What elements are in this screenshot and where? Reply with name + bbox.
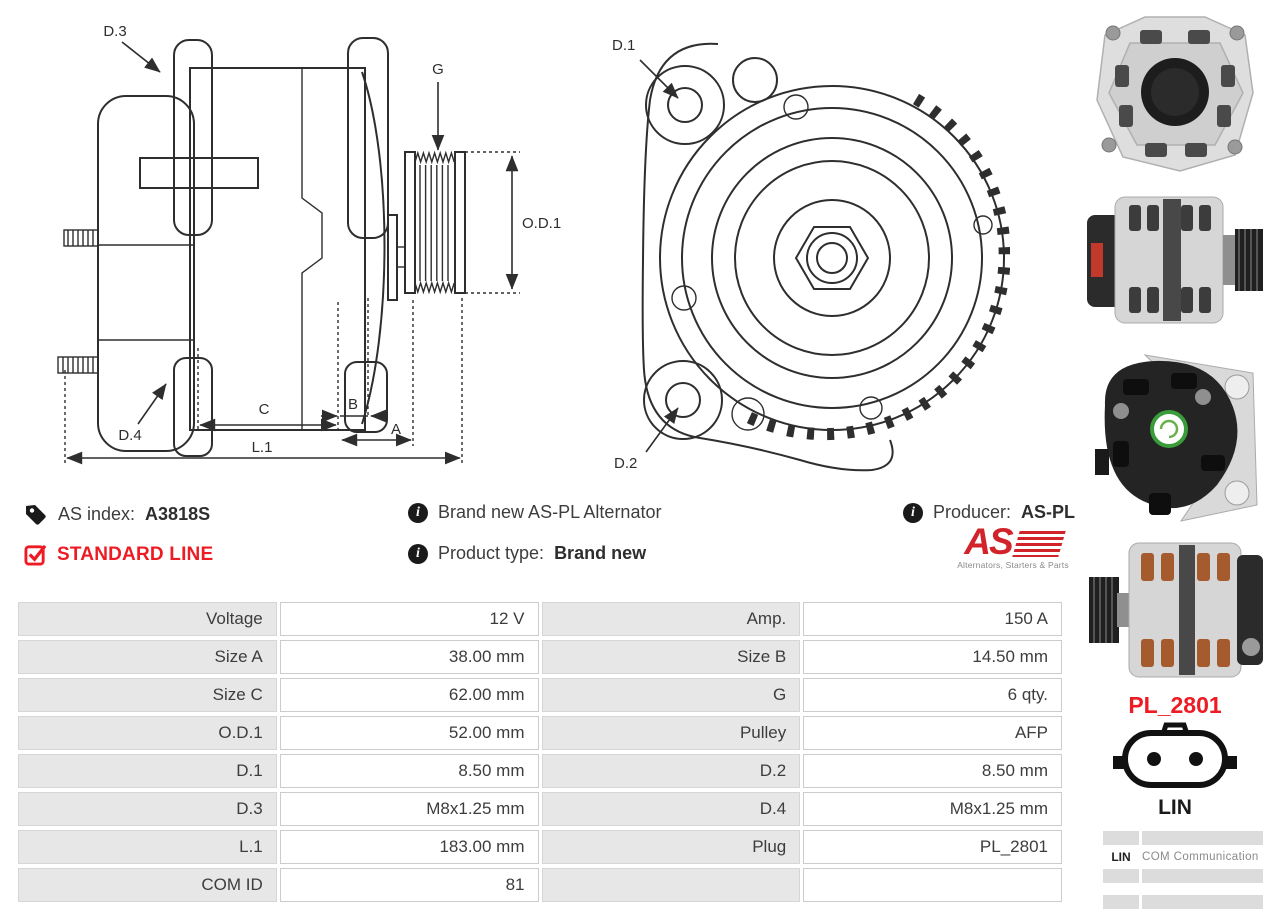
info-icon: i bbox=[903, 502, 923, 523]
as-index-label: AS index: bbox=[58, 503, 136, 524]
info-icon: i bbox=[408, 502, 428, 523]
pin-row-lin: LIN COM Communication bbox=[1103, 848, 1263, 866]
tag-icon bbox=[26, 505, 46, 525]
dim-label-b: B bbox=[348, 396, 358, 413]
product-photo-rear[interactable] bbox=[1085, 5, 1265, 180]
spec-label-cell: Size B bbox=[541, 640, 801, 674]
spec-value-cell bbox=[803, 868, 1062, 902]
side-view-drawing: D.3 G O.D.1 D.4 C B A L.1 bbox=[57, 23, 561, 465]
logo-text: AS bbox=[964, 521, 1013, 562]
standard-line-badge: STANDARD LINE bbox=[57, 543, 214, 565]
spec-label-cell: Amp. bbox=[541, 602, 801, 636]
product-photo-rear-cover[interactable] bbox=[1085, 345, 1265, 530]
spec-label-cell: D.4 bbox=[541, 792, 801, 826]
dim-label-l1: L.1 bbox=[252, 439, 273, 456]
spec-label-cell: O.D.1 bbox=[18, 716, 277, 750]
logo-stripes bbox=[1011, 531, 1066, 557]
pin-row-placeholder bbox=[1103, 869, 1263, 883]
spec-label-cell: G bbox=[541, 678, 801, 712]
spec-value-cell: M8x1.25 mm bbox=[279, 792, 539, 826]
spec-value-cell: 81 bbox=[279, 868, 539, 902]
spec-value-cell: 150 A bbox=[803, 602, 1062, 636]
spec-label-cell: Pulley bbox=[541, 716, 801, 750]
pin-row-placeholder bbox=[1103, 831, 1263, 845]
dim-label-d2: D.2 bbox=[614, 455, 637, 472]
spec-value-cell: 6 qty. bbox=[803, 678, 1062, 712]
spec-label-cell: Voltage bbox=[18, 602, 277, 636]
product-description: Brand new AS-PL Alternator bbox=[438, 502, 662, 522]
producer-row: i Producer: AS-PL bbox=[903, 502, 1075, 523]
spec-label-cell: D.1 bbox=[18, 754, 277, 788]
spec-value-cell: 14.50 mm bbox=[803, 640, 1062, 674]
spec-value-cell: PL_2801 bbox=[803, 830, 1062, 864]
as-index-row: AS index: A3818S bbox=[24, 502, 210, 526]
plug-type-label: LIN bbox=[1158, 796, 1192, 819]
product-type-value: Brand new bbox=[554, 543, 647, 563]
product-photo-side-right[interactable] bbox=[1085, 185, 1265, 335]
dim-label-d4: D.4 bbox=[118, 427, 141, 444]
spec-value-cell: 62.00 mm bbox=[279, 678, 539, 712]
product-type-label: Product type: bbox=[438, 543, 545, 563]
spec-label-cell: Size A bbox=[18, 640, 277, 674]
dim-label-a: A bbox=[391, 421, 401, 438]
standard-line-row: STANDARD LINE bbox=[24, 543, 213, 566]
spec-value-cell: 12 V bbox=[279, 602, 539, 636]
as-index-value: A3818S bbox=[145, 503, 211, 524]
as-pl-logo: AS Alternators, Starters & Parts bbox=[952, 521, 1074, 570]
front-view-drawing: D.1 D.2 bbox=[612, 37, 1010, 472]
dim-label-d3: D.3 bbox=[103, 23, 126, 40]
plug-code-label: PL_2801 bbox=[1128, 692, 1222, 718]
stud-threads bbox=[57, 229, 99, 374]
spec-label-cell: L.1 bbox=[18, 830, 277, 864]
spec-value-cell: 52.00 mm bbox=[279, 716, 539, 750]
spec-value-cell: 8.50 mm bbox=[279, 754, 539, 788]
logo-tagline: Alternators, Starters & Parts bbox=[957, 560, 1069, 570]
plug-pin-table: LIN COM Communication bbox=[1103, 831, 1263, 912]
plug-connector-drawing bbox=[1113, 722, 1237, 788]
pin-description: COM Communication bbox=[1142, 851, 1259, 863]
dim-label-g: G bbox=[432, 61, 444, 78]
pin-row-placeholder bbox=[1103, 895, 1263, 909]
product-type-row: i Product type: Brand new bbox=[408, 543, 646, 564]
spec-label-cell: D.2 bbox=[541, 754, 801, 788]
dim-label-c: C bbox=[259, 401, 270, 418]
spec-label-cell bbox=[541, 868, 801, 902]
description-row: i Brand new AS-PL Alternator bbox=[408, 502, 661, 523]
spec-value-cell: AFP bbox=[803, 716, 1062, 750]
spec-label-cell: Size C bbox=[18, 678, 277, 712]
spec-label-cell: Plug bbox=[541, 830, 801, 864]
dim-label-d1: D.1 bbox=[612, 37, 635, 54]
checked-checkbox-icon bbox=[24, 544, 47, 566]
spec-value-cell: M8x1.25 mm bbox=[803, 792, 1062, 826]
info-icon: i bbox=[408, 543, 428, 564]
producer-value: AS-PL bbox=[1021, 502, 1076, 522]
spec-label-cell: D.3 bbox=[18, 792, 277, 826]
spec-label-cell: COM ID bbox=[18, 868, 277, 902]
spec-value-cell: 183.00 mm bbox=[279, 830, 539, 864]
product-photo-side-left[interactable] bbox=[1085, 535, 1265, 685]
dim-label-od1: O.D.1 bbox=[522, 215, 561, 232]
producer-label: Producer: bbox=[933, 502, 1012, 522]
spec-value-cell: 38.00 mm bbox=[279, 640, 539, 674]
spec-value-cell: 8.50 mm bbox=[803, 754, 1062, 788]
pin-name: LIN bbox=[1111, 850, 1131, 864]
